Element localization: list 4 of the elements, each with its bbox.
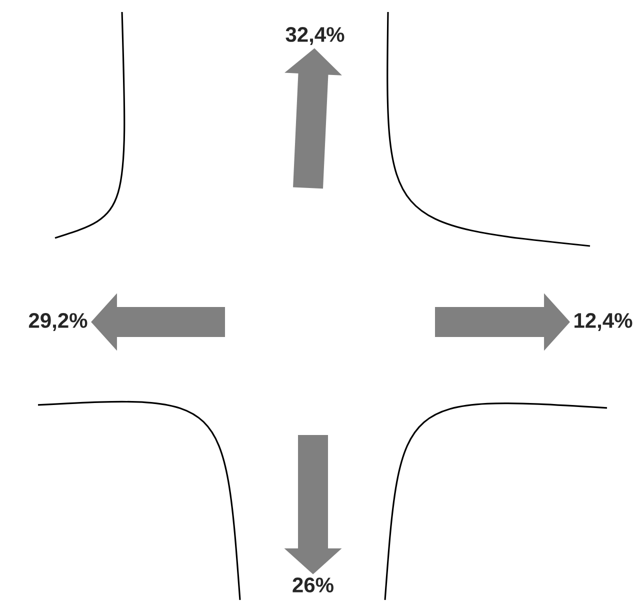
percentage-label: 26% <box>292 578 334 592</box>
percentage-label: 12,4% <box>574 313 632 331</box>
percentage-label: 32,4% <box>286 27 344 45</box>
percentage-label: 29,2% <box>28 313 88 331</box>
